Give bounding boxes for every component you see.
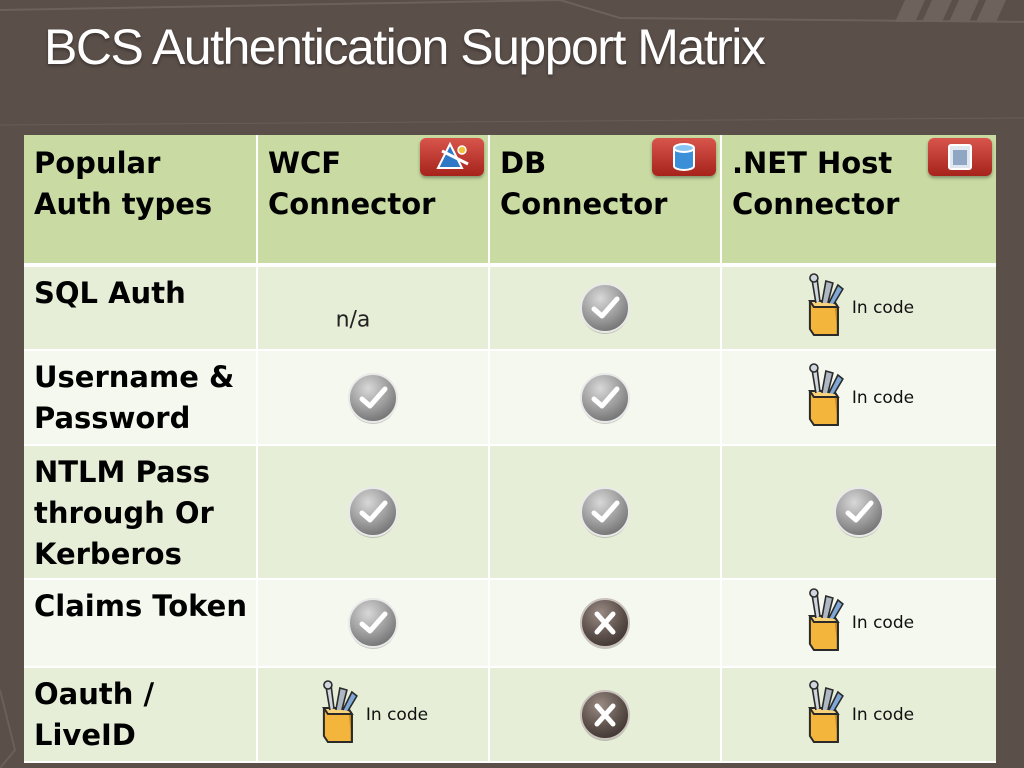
auth-type-cell: NTLM Pass through Or Kerberos: [24, 444, 258, 580]
auth-type-label-line: Oauth /: [34, 677, 155, 711]
support-cell: [488, 444, 722, 580]
header-cell-net-host-connector: .NET Host Connector: [720, 135, 996, 267]
toolkit-icon: [804, 273, 846, 343]
auth-type-label-line: NTLM Pass: [34, 455, 211, 489]
matrix-row: Claims Token In code: [24, 578, 996, 668]
support-cell-content: [490, 351, 720, 444]
auth-type-label-line: Claims Token: [34, 589, 247, 623]
support-cell: In code: [256, 666, 490, 763]
support-cell: In code: [720, 349, 996, 446]
support-cell: In code: [720, 264, 996, 351]
in-code-indicator: In code: [804, 679, 915, 750]
header-cell-auth-types: Popular Auth types: [24, 135, 258, 267]
not-applicable-text: n/a: [335, 307, 371, 333]
toolkit-icon: [804, 362, 846, 433]
support-cell-content: In code: [258, 668, 488, 761]
support-cell: [720, 444, 996, 580]
toolkit-icon: [804, 588, 846, 658]
checkmark-icon: [578, 485, 632, 539]
support-cell-content: [490, 580, 720, 666]
in-code-indicator: In code: [804, 362, 915, 433]
auth-type-cell: Claims Token: [24, 578, 258, 668]
matrix-row: NTLM Pass through Or Kerberos: [24, 444, 996, 580]
support-cell-content: In code: [722, 580, 996, 666]
support-cell-content: In code: [722, 668, 996, 761]
support-cell-content: [490, 668, 720, 761]
header-line: Connector: [732, 187, 900, 221]
header-line: Connector: [500, 187, 668, 221]
support-cell: [488, 666, 722, 763]
support-cell: [256, 578, 490, 668]
toolkit-icon: [804, 679, 846, 750]
matrix-row: SQL Auth n/a In code: [24, 264, 996, 351]
auth-type-label: NTLM Pass through Or Kerberos: [24, 446, 256, 575]
matrix-row: Username & Password In code: [24, 349, 996, 446]
support-cell: [488, 578, 722, 668]
header-line: Connector: [268, 187, 436, 221]
in-code-indicator: In code: [804, 588, 914, 658]
database-icon: [652, 138, 716, 176]
support-cell: [488, 264, 722, 351]
checkmark-icon: [578, 371, 632, 425]
support-cell: [256, 349, 490, 446]
support-cell: n/a: [256, 264, 490, 351]
checkmark-icon: [346, 485, 400, 539]
cross-icon: [578, 596, 632, 650]
in-code-label: In code: [851, 298, 915, 318]
auth-type-label-line: Kerberos: [34, 537, 182, 571]
header-cell-db-connector: DB Connector: [488, 135, 722, 267]
auth-type-label: Username & Password: [24, 351, 256, 439]
support-cell-content: [258, 446, 488, 578]
in-code-label: In code: [365, 704, 429, 725]
header-line: Auth types: [34, 187, 213, 221]
cross-icon: [578, 688, 632, 742]
header-cell-wcf-connector: WCF Connector: [256, 135, 490, 267]
matrix-row: Oauth / LiveID In code In code: [24, 666, 996, 763]
auth-support-matrix: Popular Auth types WCF Connector: [24, 135, 996, 763]
support-cell: [256, 444, 490, 580]
in-code-label: In code: [851, 613, 915, 633]
auth-type-cell: SQL Auth: [24, 264, 258, 351]
header-line: DB: [500, 146, 547, 180]
auth-type-label: SQL Auth: [24, 267, 256, 314]
header-row: Popular Auth types WCF Connector: [24, 135, 996, 267]
in-code-indicator: In code: [318, 679, 429, 750]
window-icon: [928, 138, 992, 176]
support-cell-content: n/a: [258, 267, 488, 349]
auth-type-label-line: Password: [34, 401, 191, 435]
in-code-label: In code: [851, 704, 915, 725]
slide-title: BCS Authentication Support Matrix: [44, 19, 766, 75]
auth-type-label: Claims Token: [24, 580, 256, 627]
toolkit-icon: [318, 679, 360, 750]
support-cell: In code: [720, 666, 996, 763]
support-cell-content: [722, 446, 996, 578]
auth-type-label-line: through Or: [34, 496, 214, 530]
support-cell: [488, 349, 722, 446]
support-cell-content: [490, 446, 720, 578]
checkmark-icon: [578, 281, 632, 335]
auth-type-label-line: SQL Auth: [34, 276, 186, 310]
auth-type-label: Oauth / LiveID: [24, 668, 256, 756]
support-cell-content: [258, 580, 488, 666]
header-line: WCF: [268, 146, 342, 180]
checkmark-icon: [346, 596, 400, 650]
in-code-indicator: In code: [804, 273, 914, 343]
auth-type-cell: Oauth / LiveID: [24, 666, 258, 763]
wcf-connector-icon: [420, 138, 484, 176]
auth-type-cell: Username & Password: [24, 349, 258, 446]
in-code-label: In code: [851, 387, 915, 408]
header-line: .NET Host: [732, 146, 893, 180]
auth-type-label-line: Username &: [34, 360, 235, 394]
auth-type-label-line: LiveID: [34, 718, 136, 752]
support-cell-content: In code: [722, 267, 996, 349]
checkmark-icon: [346, 371, 400, 425]
header-line: Popular: [34, 146, 161, 180]
checkmark-icon: [832, 485, 886, 539]
support-cell-content: [258, 351, 488, 444]
support-cell: In code: [720, 578, 996, 668]
support-cell-content: In code: [722, 351, 996, 444]
support-cell-content: [490, 267, 720, 349]
